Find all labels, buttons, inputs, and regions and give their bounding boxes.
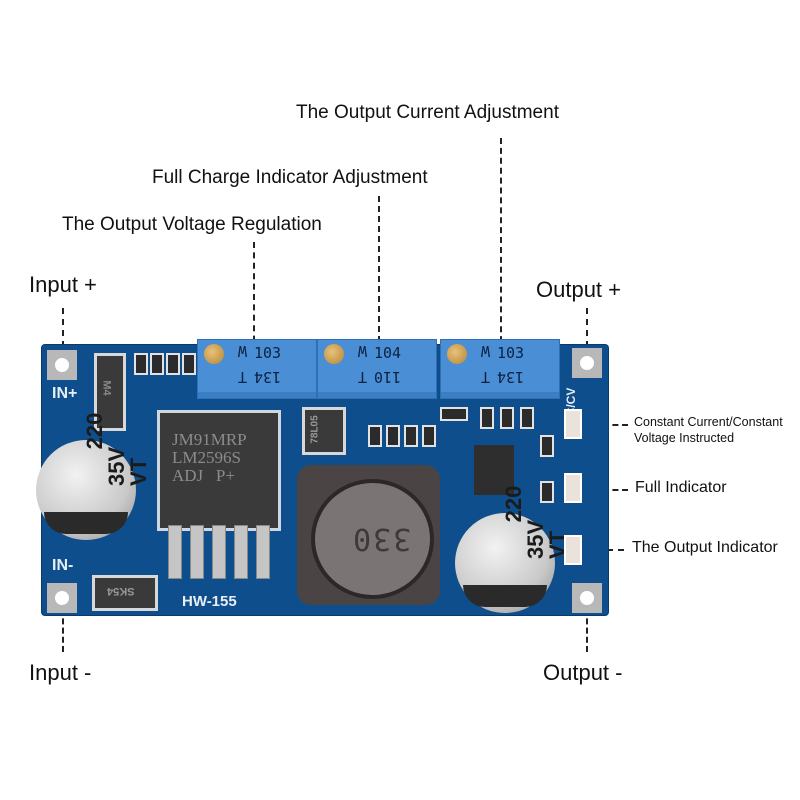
- diode-m4-text: M4: [100, 380, 113, 396]
- trimpot-top-code: 103: [497, 344, 525, 362]
- input-plus-pad: [47, 350, 77, 380]
- lm2596s-regulator: JM91MRP LM2596S ADJ P+: [157, 410, 281, 531]
- output-plus-label: Output +: [536, 277, 622, 302]
- trimpot-current[interactable]: W 103 134 T: [440, 339, 560, 399]
- trimpot-bottom-code: 110: [374, 368, 402, 386]
- trimpot-w: W: [358, 342, 368, 360]
- resistor: [386, 425, 400, 447]
- input-minus-leader: [62, 600, 64, 652]
- output-minus-pad: [572, 583, 602, 613]
- output-indicator-led: [564, 535, 582, 565]
- input-plus-leader: [62, 308, 64, 358]
- output-indicator-label: The Output Indicator: [632, 539, 778, 556]
- op-amp-chip: [474, 445, 514, 495]
- model-silkscreen: HW-155: [182, 593, 237, 610]
- resistor: [520, 407, 534, 429]
- trimpot-t: T: [358, 368, 368, 386]
- trimpot-screw[interactable]: [324, 344, 344, 364]
- full-charge-leader: [378, 196, 380, 352]
- resistor: [540, 481, 554, 503]
- inductor-code: 330: [351, 521, 412, 556]
- chip-leg: [190, 525, 204, 579]
- pcb-board: IN+ IN- HW-155 CC/CV CH OK M4 W 103 134 …: [36, 339, 608, 615]
- diode-sk54: SK54: [92, 575, 158, 611]
- cc-cv-indicator-label: Constant Current/Constant Voltage Instru…: [634, 415, 783, 445]
- input-minus-pad: [47, 583, 77, 613]
- diode-m4: M4: [94, 353, 126, 431]
- resistor: [540, 435, 554, 457]
- resistor: [440, 407, 468, 421]
- chip-leg: [234, 525, 248, 579]
- in-minus-silkscreen: IN-: [52, 557, 74, 574]
- regulator-78l05-text: 78L05: [309, 415, 321, 444]
- inductor: 330: [297, 465, 440, 605]
- cc-cv-led: [564, 409, 582, 439]
- chip-leg: [168, 525, 182, 579]
- resistor: [150, 353, 164, 375]
- resistor: [134, 353, 148, 375]
- in-plus-silkscreen: IN+: [52, 385, 78, 402]
- chip-leg: [212, 525, 226, 579]
- resistor: [422, 425, 436, 447]
- trimpot-full-charge[interactable]: W 104 110 T: [317, 339, 437, 399]
- output-plus-pad: [572, 348, 602, 378]
- trimpot-top-code: 104: [374, 344, 402, 362]
- output-current-leader: [500, 138, 502, 352]
- resistor: [166, 353, 180, 375]
- output-voltage-regulation-label: The Output Voltage Regulation: [62, 214, 322, 235]
- trimpot-screw[interactable]: [447, 344, 467, 364]
- trimpot-w: W: [481, 342, 491, 360]
- full-indicator-led: [564, 473, 582, 503]
- regulator-78l05: 78L05: [302, 407, 346, 455]
- resistor: [404, 425, 418, 447]
- full-charge-indicator-adjustment-label: Full Charge Indicator Adjustment: [152, 167, 428, 188]
- trimpot-bottom-code: 134: [497, 368, 525, 386]
- output-plus-leader: [586, 308, 588, 358]
- chip-marking: JM91MRP LM2596S ADJ P+: [172, 430, 247, 485]
- input-plus-label: Input +: [29, 272, 97, 297]
- output-current-adjustment-label: The Output Current Adjustment: [296, 102, 559, 123]
- output-voltage-leader: [253, 242, 255, 352]
- chip-leg: [256, 525, 270, 579]
- input-minus-label: Input -: [29, 660, 92, 685]
- trimpot-bottom-code: 134: [254, 368, 282, 386]
- output-minus-label: Output -: [543, 660, 623, 685]
- trimpot-w: W: [238, 342, 248, 360]
- output-minus-leader: [586, 600, 588, 652]
- full-indicator-label: Full Indicator: [635, 479, 727, 496]
- trimpot-t: T: [238, 368, 248, 386]
- trimpot-voltage[interactable]: W 103 134 T: [197, 339, 317, 399]
- resistor: [182, 353, 196, 375]
- trimpot-screw[interactable]: [204, 344, 224, 364]
- resistor: [480, 407, 494, 429]
- resistor: [368, 425, 382, 447]
- trimpot-top-code: 103: [254, 344, 282, 362]
- resistor: [500, 407, 514, 429]
- trimpot-t: T: [481, 368, 491, 386]
- diode-sk54-text: SK54: [107, 585, 135, 597]
